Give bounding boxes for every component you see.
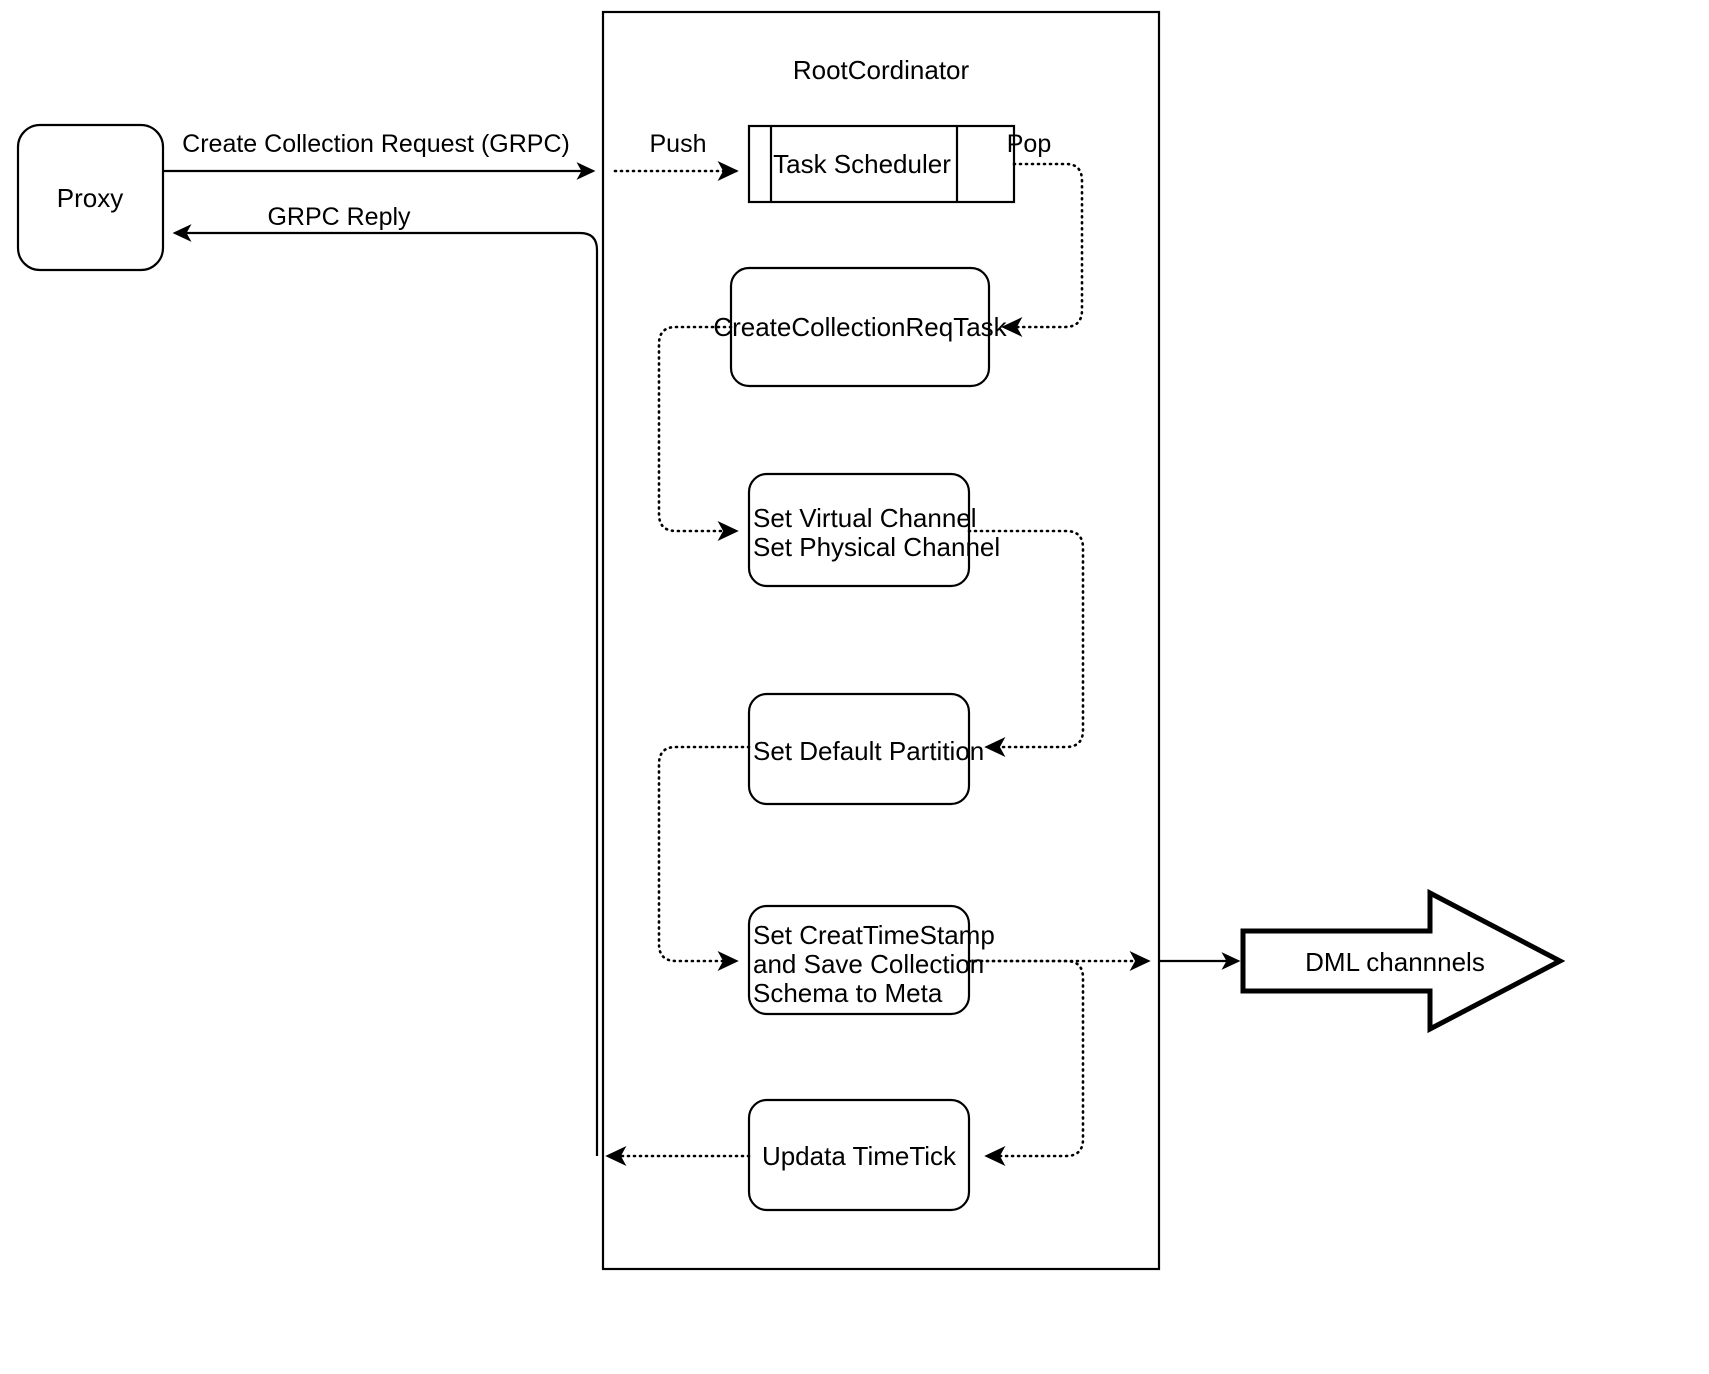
edge-rootcoord-to-proxy <box>172 224 599 1156</box>
node-set-create-timestamp-label-line3: Schema to Meta <box>753 978 943 1008</box>
node-proxy-label: Proxy <box>57 183 123 213</box>
edge-task-to-channels <box>657 325 739 541</box>
edge-rootcoord-to-proxy-label: GRPC Reply <box>267 203 411 231</box>
node-set-default-partition-label: Set Default Partition <box>753 736 984 766</box>
node-set-default-partition[interactable] <box>747 692 971 806</box>
node-dml-channels[interactable] <box>1240 888 1566 1034</box>
rootcoordinator-title: RootCordinator <box>793 55 970 85</box>
rootcoordinator-container <box>601 10 1161 1271</box>
edge-proxy-to-rootcoord-label: Create Collection Request (GRPC) <box>182 130 570 158</box>
edge-pop-from-scheduler <box>1001 162 1084 337</box>
node-set-channels-label-line1: Set Virtual Channel <box>753 503 977 533</box>
node-proxy[interactable] <box>16 123 165 272</box>
node-task-scheduler-label: Task Scheduler <box>773 149 951 179</box>
edge-pop-label: Pop <box>1007 130 1051 158</box>
node-updata-timetick-label: Updata TimeTick <box>762 1141 957 1171</box>
node-set-create-timestamp-label-line1: Set CreatTimeStamp <box>753 920 995 950</box>
edge-push-label: Push <box>650 130 707 158</box>
edge-partition-to-timestamp <box>657 745 751 971</box>
node-dml-channels-label: DML channnels <box>1305 947 1485 977</box>
node-set-channels-label-line2: Set Physical Channel <box>753 532 1000 562</box>
edge-channels-to-partition <box>967 529 1085 757</box>
node-create-collection-req-task-label: CreateCollectionReqTask <box>713 312 1007 342</box>
node-set-create-timestamp-label-line2: and Save Collection <box>753 949 984 979</box>
edge-timestamp-to-timetick <box>967 959 1085 1166</box>
